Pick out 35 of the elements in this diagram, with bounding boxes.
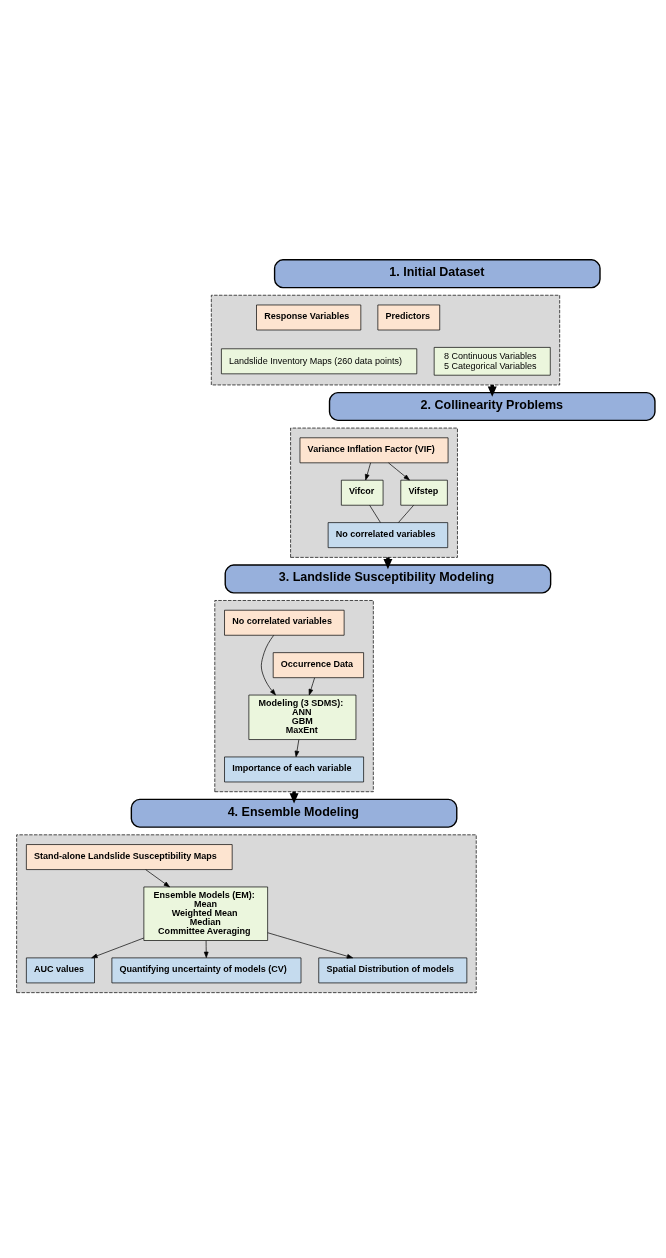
node-box: Predictors [377,304,441,331]
cluster [210,294,561,386]
node-box: Response Variables [256,304,362,331]
node-box: No correlated variables [327,522,449,548]
connector [369,504,381,523]
node-box: 3. Landslide Susceptibility Modeling [224,564,552,594]
node-box: Vifstep [400,479,448,506]
arrow [91,937,145,959]
node-box: Importance of each variable [224,756,364,783]
node-box: Vifcor [341,479,384,506]
node-box: Quantifying uncertainty of models (CV) [111,957,302,984]
arrow [388,462,410,481]
node-box: Ensemble Models (EM): Mean Weighted Mean Median Committee Averaging [143,886,268,941]
arrow [364,462,371,481]
arrow [145,869,170,888]
arrow [308,677,315,696]
node-box: 1. Initial Dataset [273,259,601,289]
node-box: Spatial Distribution of models [318,957,468,984]
arrow [261,635,276,696]
arrow [203,940,209,958]
node-box: Stand-alone Landslide Susceptibility Maps [26,844,233,870]
node-box: Variance Inflation Factor (VIF) [299,437,449,464]
cluster [16,834,477,993]
arrow [267,932,354,959]
node-box: Landslide Inventory Maps (260 data points) [221,348,418,375]
node-box: No correlated variables [224,609,345,636]
arrow [294,739,300,758]
cluster [290,427,458,558]
node-box: 2. Collinearity Problems [328,391,656,422]
node-box: AUC values [26,957,95,984]
node-box: Occurrence Data [272,652,364,678]
connector [398,504,414,523]
node-box: Modeling (3 SDMS): ANN GBM MaxEnt [248,694,357,740]
node-box: 4. Ensemble Modeling [130,798,458,828]
node-box: 8 Continuous Variables 5 Categorical Variables [433,347,551,376]
